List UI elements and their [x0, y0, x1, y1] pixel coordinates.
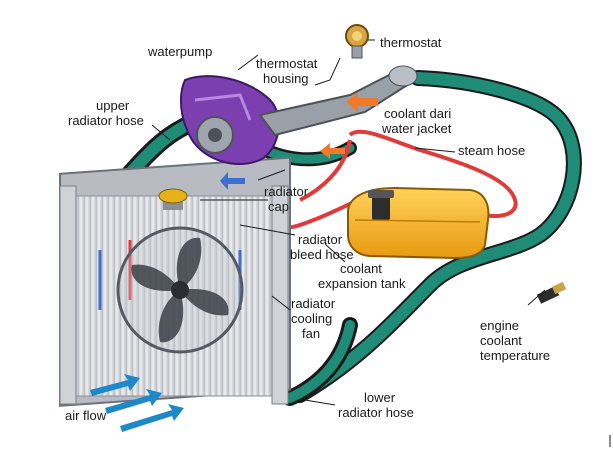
label-radiator-cap: radiator cap — [264, 184, 312, 214]
label-engine-coolant-temperature: engine coolant temperature — [480, 318, 550, 363]
label-radiator-bleed-hose: radiator bleed hose — [290, 232, 354, 262]
radiator — [59, 156, 291, 407]
label-lower-radiator-hose: lower radiator hose — [338, 390, 414, 420]
label-steam-hose: steam hose — [458, 143, 525, 158]
label-thermostat-housing: thermostat housing — [256, 56, 321, 86]
radiator-cap — [158, 188, 188, 210]
thermostat-housing — [258, 65, 418, 137]
thermostat-icon — [345, 24, 369, 59]
label-thermostat: thermostat — [380, 35, 442, 50]
label-coolant-expansion-tank: coolant expansion tank — [318, 261, 406, 291]
label-upper-radiator-hose: upper radiator hose — [68, 98, 144, 128]
label-radiator-cooling-fan: radiator cooling fan — [291, 296, 339, 341]
label-coolant-dari-water-jacket: coolant dari water jacket — [381, 106, 455, 136]
coolant-expansion-tank — [347, 186, 490, 260]
label-air-flow: air flow — [65, 408, 107, 423]
airflow-arrow-icon — [90, 374, 184, 432]
fan-icon — [116, 226, 244, 354]
temperature-sensor-icon — [536, 281, 567, 304]
label-waterpump: waterpump — [147, 44, 212, 59]
water-pump — [180, 75, 280, 165]
steam-hose-line — [348, 129, 518, 219]
flow-arrow-steam — [320, 143, 345, 159]
flow-arrow-water-jacket — [346, 92, 378, 112]
